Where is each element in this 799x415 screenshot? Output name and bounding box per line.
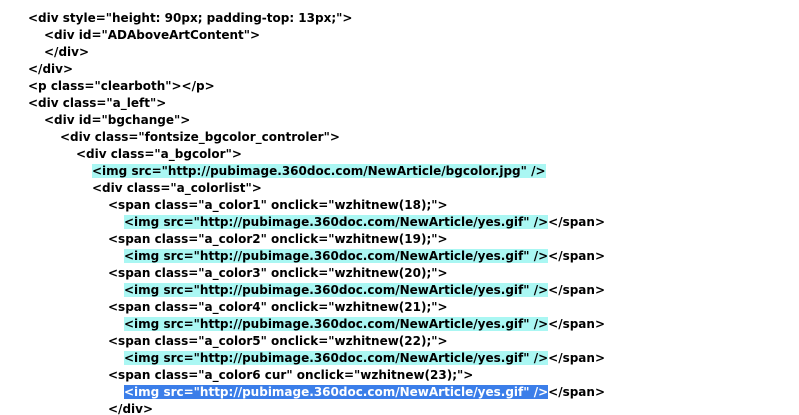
code-segment: <div class="a_colorlist"> (92, 181, 262, 195)
code-line[interactable]: <div class="fontsize_bgcolor_controler"> (0, 129, 799, 146)
code-line[interactable]: <span class="a_color4" onclick="wzhitnew… (0, 299, 799, 316)
highlighted-code-segment: <img src="http://pubimage.360doc.com/New… (92, 164, 546, 178)
code-line[interactable]: <img src="http://pubimage.360doc.com/New… (0, 282, 799, 299)
code-segment: <span class="a_color6 cur" onclick="wzhi… (108, 368, 474, 382)
code-segment: <div class="a_bgcolor"> (76, 147, 242, 161)
code-line[interactable]: </div> (0, 44, 799, 61)
code-line[interactable]: <span class="a_color2" onclick="wzhitnew… (0, 231, 799, 248)
code-line[interactable]: </div> (0, 61, 799, 78)
code-line[interactable]: <p class="clearboth"></p> (0, 78, 799, 95)
code-segment: <span class="a_color4" onclick="wzhitnew… (108, 300, 448, 314)
code-segment: <div style="height: 90px; padding-top: 1… (28, 11, 353, 25)
code-line[interactable]: <div id="ADAboveArtContent"> (0, 27, 799, 44)
code-line[interactable]: <img src="http://pubimage.360doc.com/New… (0, 214, 799, 231)
code-line[interactable]: <div style="height: 90px; padding-top: 1… (0, 10, 799, 27)
code-segment: <p class="clearboth"></p> (28, 79, 215, 93)
highlighted-code-segment: <img src="http://pubimage.360doc.com/New… (124, 283, 549, 297)
highlighted-code-segment: <img src="http://pubimage.360doc.com/New… (124, 351, 549, 365)
highlighted-code-segment: <img src="http://pubimage.360doc.com/New… (124, 249, 549, 263)
code-line[interactable]: <img src="http://pubimage.360doc.com/New… (0, 248, 799, 265)
code-line[interactable]: <div class="a_bgcolor"> (0, 146, 799, 163)
code-segment: </div> (108, 402, 154, 415)
code-segment: <div id="ADAboveArtContent"> (44, 28, 261, 42)
code-segment: </span> (548, 317, 606, 331)
highlighted-code-segment: <img src="http://pubimage.360doc.com/New… (124, 215, 549, 229)
code-line[interactable]: <img src="http://pubimage.360doc.com/New… (0, 163, 799, 180)
code-segment: <span class="a_color5" onclick="wzhitnew… (108, 334, 448, 348)
code-line[interactable]: <span class="a_color6 cur" onclick="wzhi… (0, 367, 799, 384)
highlighted-code-segment: <img src="http://pubimage.360doc.com/New… (124, 317, 549, 331)
code-segment: </span> (548, 249, 606, 263)
code-line[interactable]: <span class="a_color5" onclick="wzhitnew… (0, 333, 799, 350)
code-line[interactable]: <span class="a_color1" onclick="wzhitnew… (0, 197, 799, 214)
code-segment: </div> (44, 45, 90, 59)
code-line[interactable]: <img src="http://pubimage.360doc.com/New… (0, 384, 799, 401)
code-line[interactable]: <div class="a_colorlist"> (0, 180, 799, 197)
code-segment: <span class="a_color2" onclick="wzhitnew… (108, 232, 448, 246)
code-segment: </span> (548, 215, 606, 229)
code-segment: <span class="a_color3" onclick="wzhitnew… (108, 266, 448, 280)
code-line[interactable]: </div> (0, 401, 799, 415)
code-line[interactable]: <span class="a_color3" onclick="wzhitnew… (0, 265, 799, 282)
code-line[interactable]: <div class="a_left"> (0, 95, 799, 112)
code-segment: <div class="a_left"> (28, 96, 167, 110)
code-line[interactable]: <div id="bgchange"> (0, 112, 799, 129)
code-line[interactable]: <img src="http://pubimage.360doc.com/New… (0, 316, 799, 333)
code-segment: </span> (548, 385, 606, 399)
code-segment: <div class="fontsize_bgcolor_controler"> (60, 130, 340, 144)
code-segment: <div id="bgchange"> (44, 113, 191, 127)
code-segment: </div> (28, 62, 74, 76)
code-segment: <span class="a_color1" onclick="wzhitnew… (108, 198, 448, 212)
code-segment: </span> (548, 351, 606, 365)
code-segment: </span> (548, 283, 606, 297)
code-line[interactable]: <img src="http://pubimage.360doc.com/New… (0, 350, 799, 367)
selected-code-segment: <img src="http://pubimage.360doc.com/New… (124, 385, 549, 399)
